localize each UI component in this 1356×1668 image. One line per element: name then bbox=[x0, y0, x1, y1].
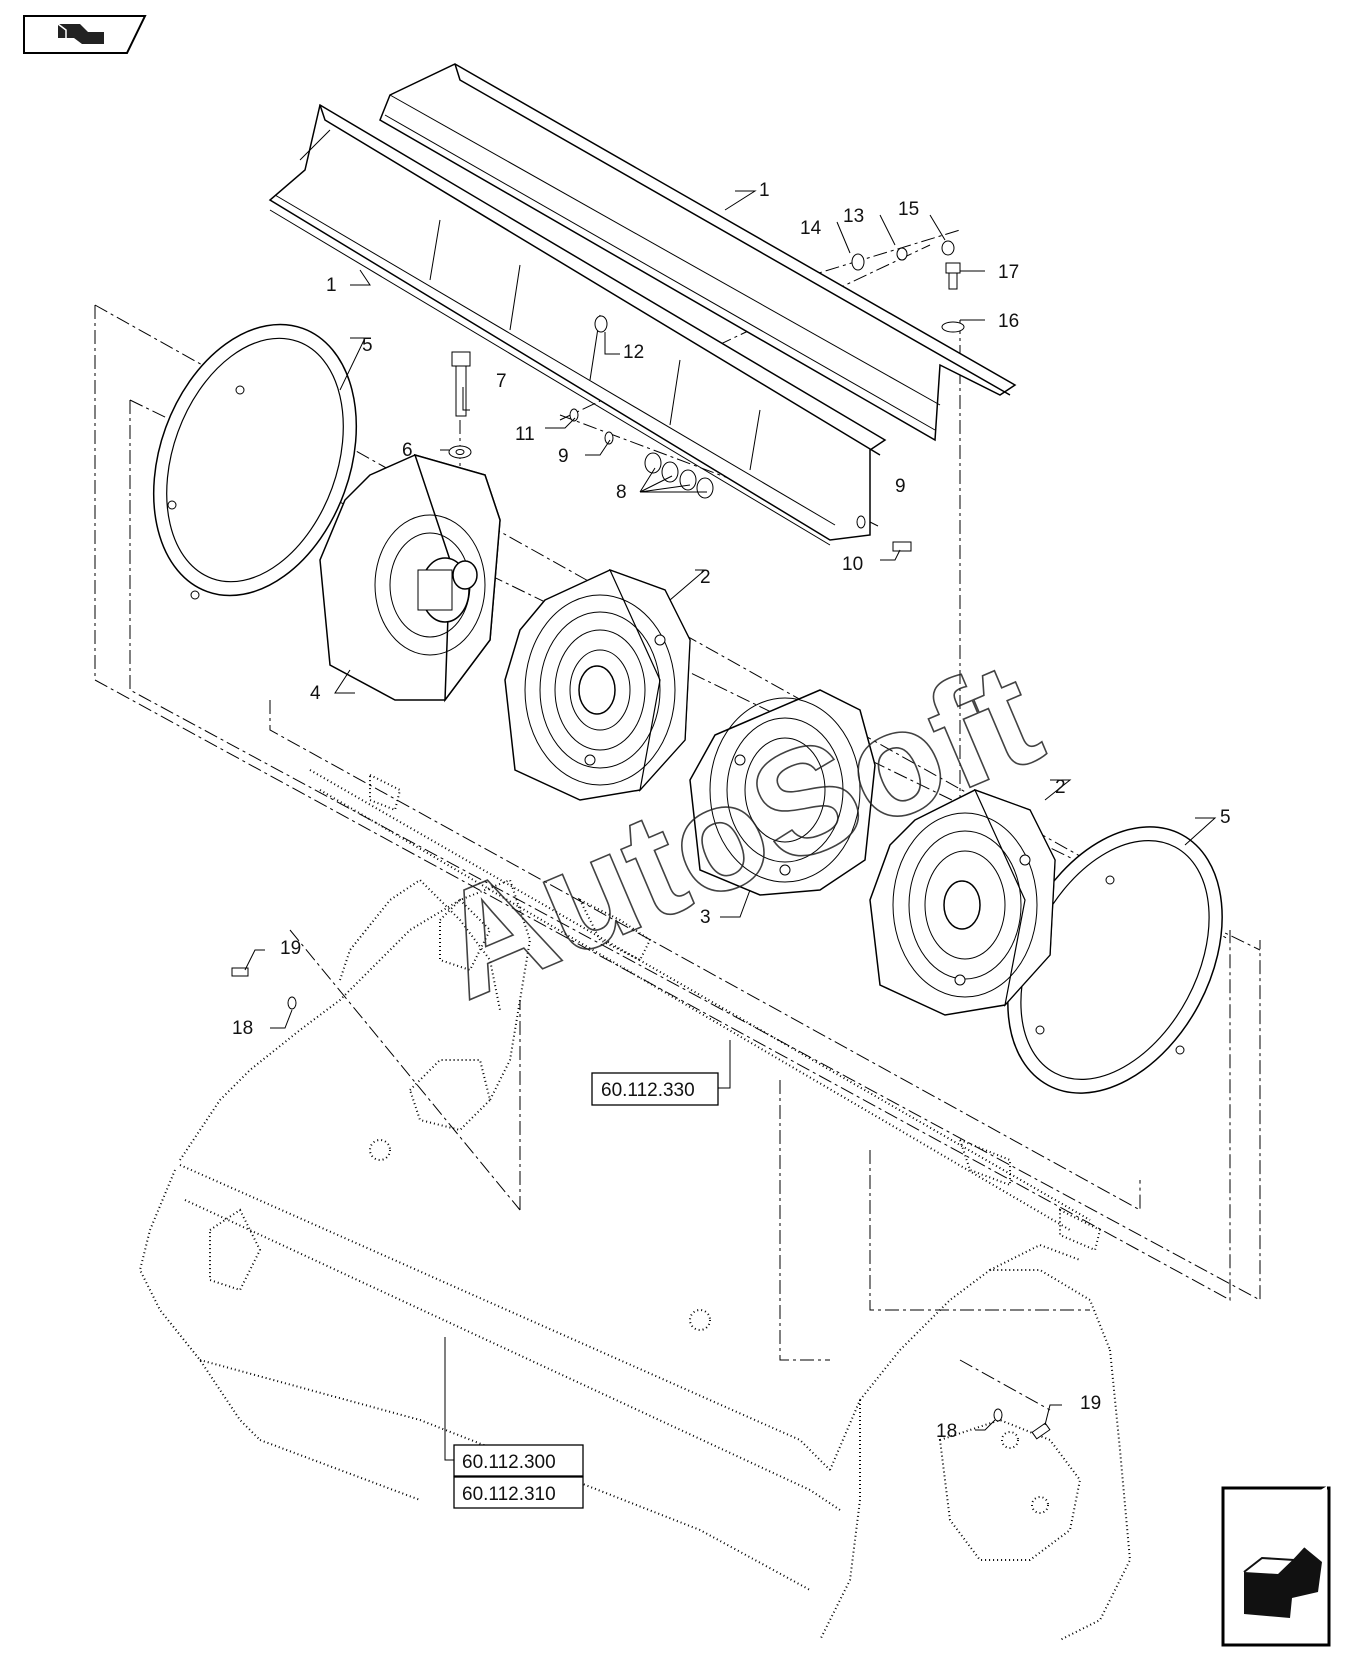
guard-plate-lower bbox=[268, 103, 887, 546]
callout-9-left: 9 bbox=[558, 446, 569, 467]
pin-11 bbox=[569, 408, 579, 422]
callout-3: 3 bbox=[700, 907, 711, 928]
bolt-10 bbox=[892, 541, 912, 552]
next-page-icon[interactable] bbox=[1221, 1486, 1331, 1647]
bolt-17 bbox=[945, 262, 961, 290]
callout-7: 7 bbox=[496, 371, 507, 392]
reference-box-60-112-310[interactable]: 60.112.310 bbox=[453, 1476, 584, 1509]
ring-seal-right bbox=[1007, 826, 1223, 1094]
washer-9-right bbox=[856, 515, 866, 529]
callout-6: 6 bbox=[402, 440, 413, 461]
reference-box-60-112-330[interactable]: 60.112.330 bbox=[591, 1072, 719, 1106]
washer-14 bbox=[851, 253, 865, 271]
reference-label: 60.112.330 bbox=[601, 1080, 695, 1101]
callout-17: 17 bbox=[998, 262, 1019, 283]
ring-seal-left bbox=[152, 323, 358, 600]
bolt-7 bbox=[451, 351, 471, 417]
bearing-plate bbox=[689, 689, 876, 896]
callout-9-right: 9 bbox=[895, 476, 906, 497]
guard-plate-upper bbox=[379, 63, 1017, 442]
callout-18-left: 18 bbox=[232, 1018, 253, 1039]
bearing-housing-right bbox=[869, 788, 1056, 1016]
washer-6 bbox=[448, 445, 472, 459]
bolt-19-left bbox=[231, 967, 249, 977]
washer-13 bbox=[896, 247, 908, 261]
drive-hub bbox=[319, 453, 501, 703]
callout-2-center: 2 bbox=[700, 567, 711, 588]
washer-18-right bbox=[993, 1408, 1003, 1422]
callout-13: 13 bbox=[843, 206, 864, 227]
callout-14: 14 bbox=[800, 218, 822, 239]
reference-label: 60.112.310 bbox=[462, 1484, 556, 1505]
callout-1-upper: 1 bbox=[759, 180, 770, 201]
frame-outline bbox=[138, 878, 1132, 1641]
callout-8: 8 bbox=[616, 482, 627, 503]
reference-box-60-112-300[interactable]: 60.112.300 bbox=[453, 1444, 584, 1477]
callout-1-lower: 1 bbox=[326, 275, 337, 296]
callout-10: 10 bbox=[842, 554, 863, 575]
bolt-19-right bbox=[1031, 1422, 1051, 1440]
callout-11: 11 bbox=[515, 424, 535, 445]
callout-5-left: 5 bbox=[362, 335, 373, 356]
bearing-housing-center bbox=[504, 568, 691, 801]
callout-19-left: 19 bbox=[280, 938, 301, 959]
leader-lines bbox=[244, 190, 1217, 1461]
rivet-12 bbox=[594, 315, 608, 333]
nut-15 bbox=[941, 240, 955, 256]
callout-5-right: 5 bbox=[1220, 807, 1231, 828]
callout-4: 4 bbox=[310, 683, 321, 704]
shaft-outline bbox=[309, 769, 1102, 1252]
washer-18-left bbox=[287, 996, 297, 1010]
callout-19-right: 19 bbox=[1080, 1393, 1101, 1414]
callout-16: 16 bbox=[998, 311, 1019, 332]
callout-2-right: 2 bbox=[1055, 777, 1066, 798]
reference-label: 60.112.300 bbox=[462, 1452, 556, 1473]
previous-page-icon[interactable] bbox=[23, 15, 147, 54]
callout-15: 15 bbox=[898, 199, 919, 220]
spacers-8 bbox=[644, 452, 714, 499]
washer-9-left bbox=[604, 431, 614, 445]
washer-16 bbox=[941, 321, 965, 333]
callout-18-right: 18 bbox=[936, 1421, 957, 1442]
callout-12: 12 bbox=[623, 342, 644, 363]
